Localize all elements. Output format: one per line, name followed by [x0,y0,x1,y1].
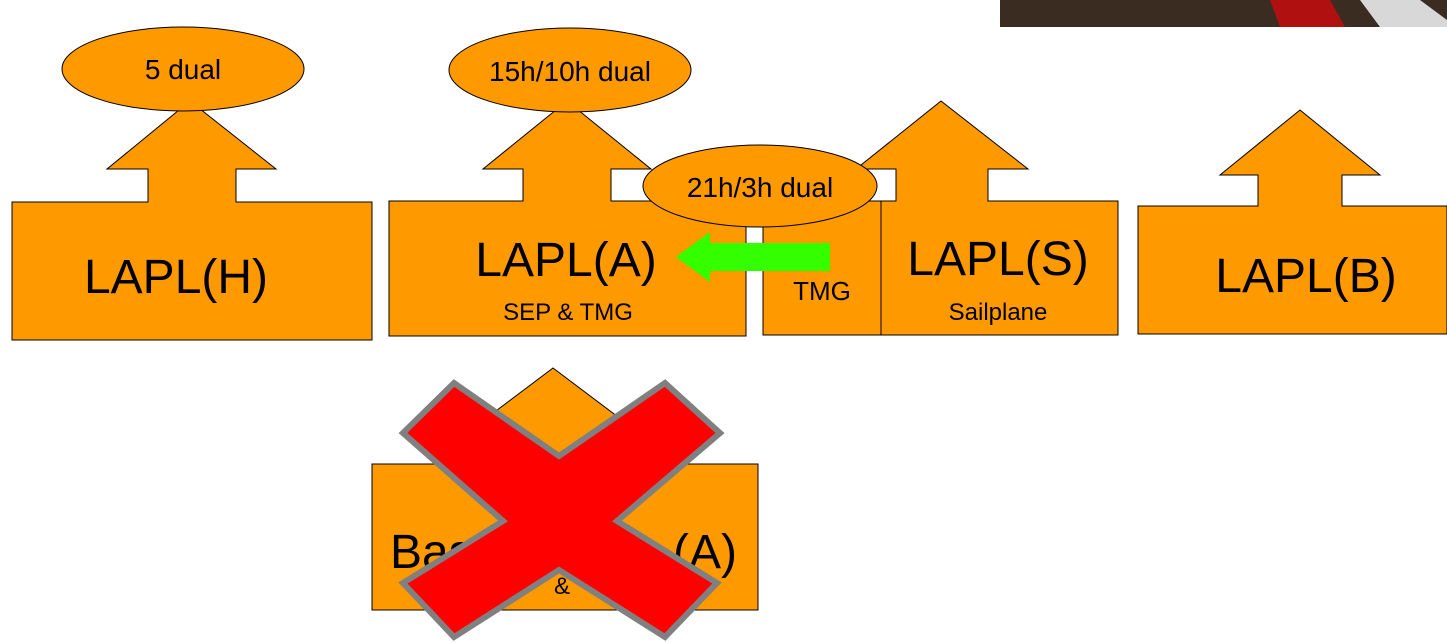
tmg-label: TMG [793,276,851,306]
left-arrow-icon [676,232,830,282]
photo-corner-image [1000,0,1447,27]
basic-sub-fragment: & [554,573,570,600]
licence-sub-s: Sailplane [949,299,1048,326]
licence-box-a: LAPL(A) SEP & TMG [388,100,747,337]
badge-a-text: 15h/10h dual [489,56,651,87]
licence-label-s: LAPL(S) [907,233,1088,286]
licence-sub-a: SEP & TMG [503,299,633,326]
licence-label-h: LAPL(H) [84,251,268,304]
badge-tmg-text: 21h/3h dual [687,172,833,203]
licence-box-b: LAPL(B) [1137,109,1447,335]
badge-h-text: 5 dual [145,54,221,85]
licence-label-a: LAPL(A) [475,234,656,287]
badge-tmg: 21h/3h dual [642,144,878,228]
licence-label-b: LAPL(B) [1215,250,1396,303]
x-mark-icon [398,379,725,641]
licence-box-s: TMG LAPL(S) Sailplane [762,100,1119,336]
badge-a: 15h/10h dual [448,27,692,113]
licence-box-h: LAPL(H) [11,100,373,341]
badge-h: 5 dual [61,26,305,112]
